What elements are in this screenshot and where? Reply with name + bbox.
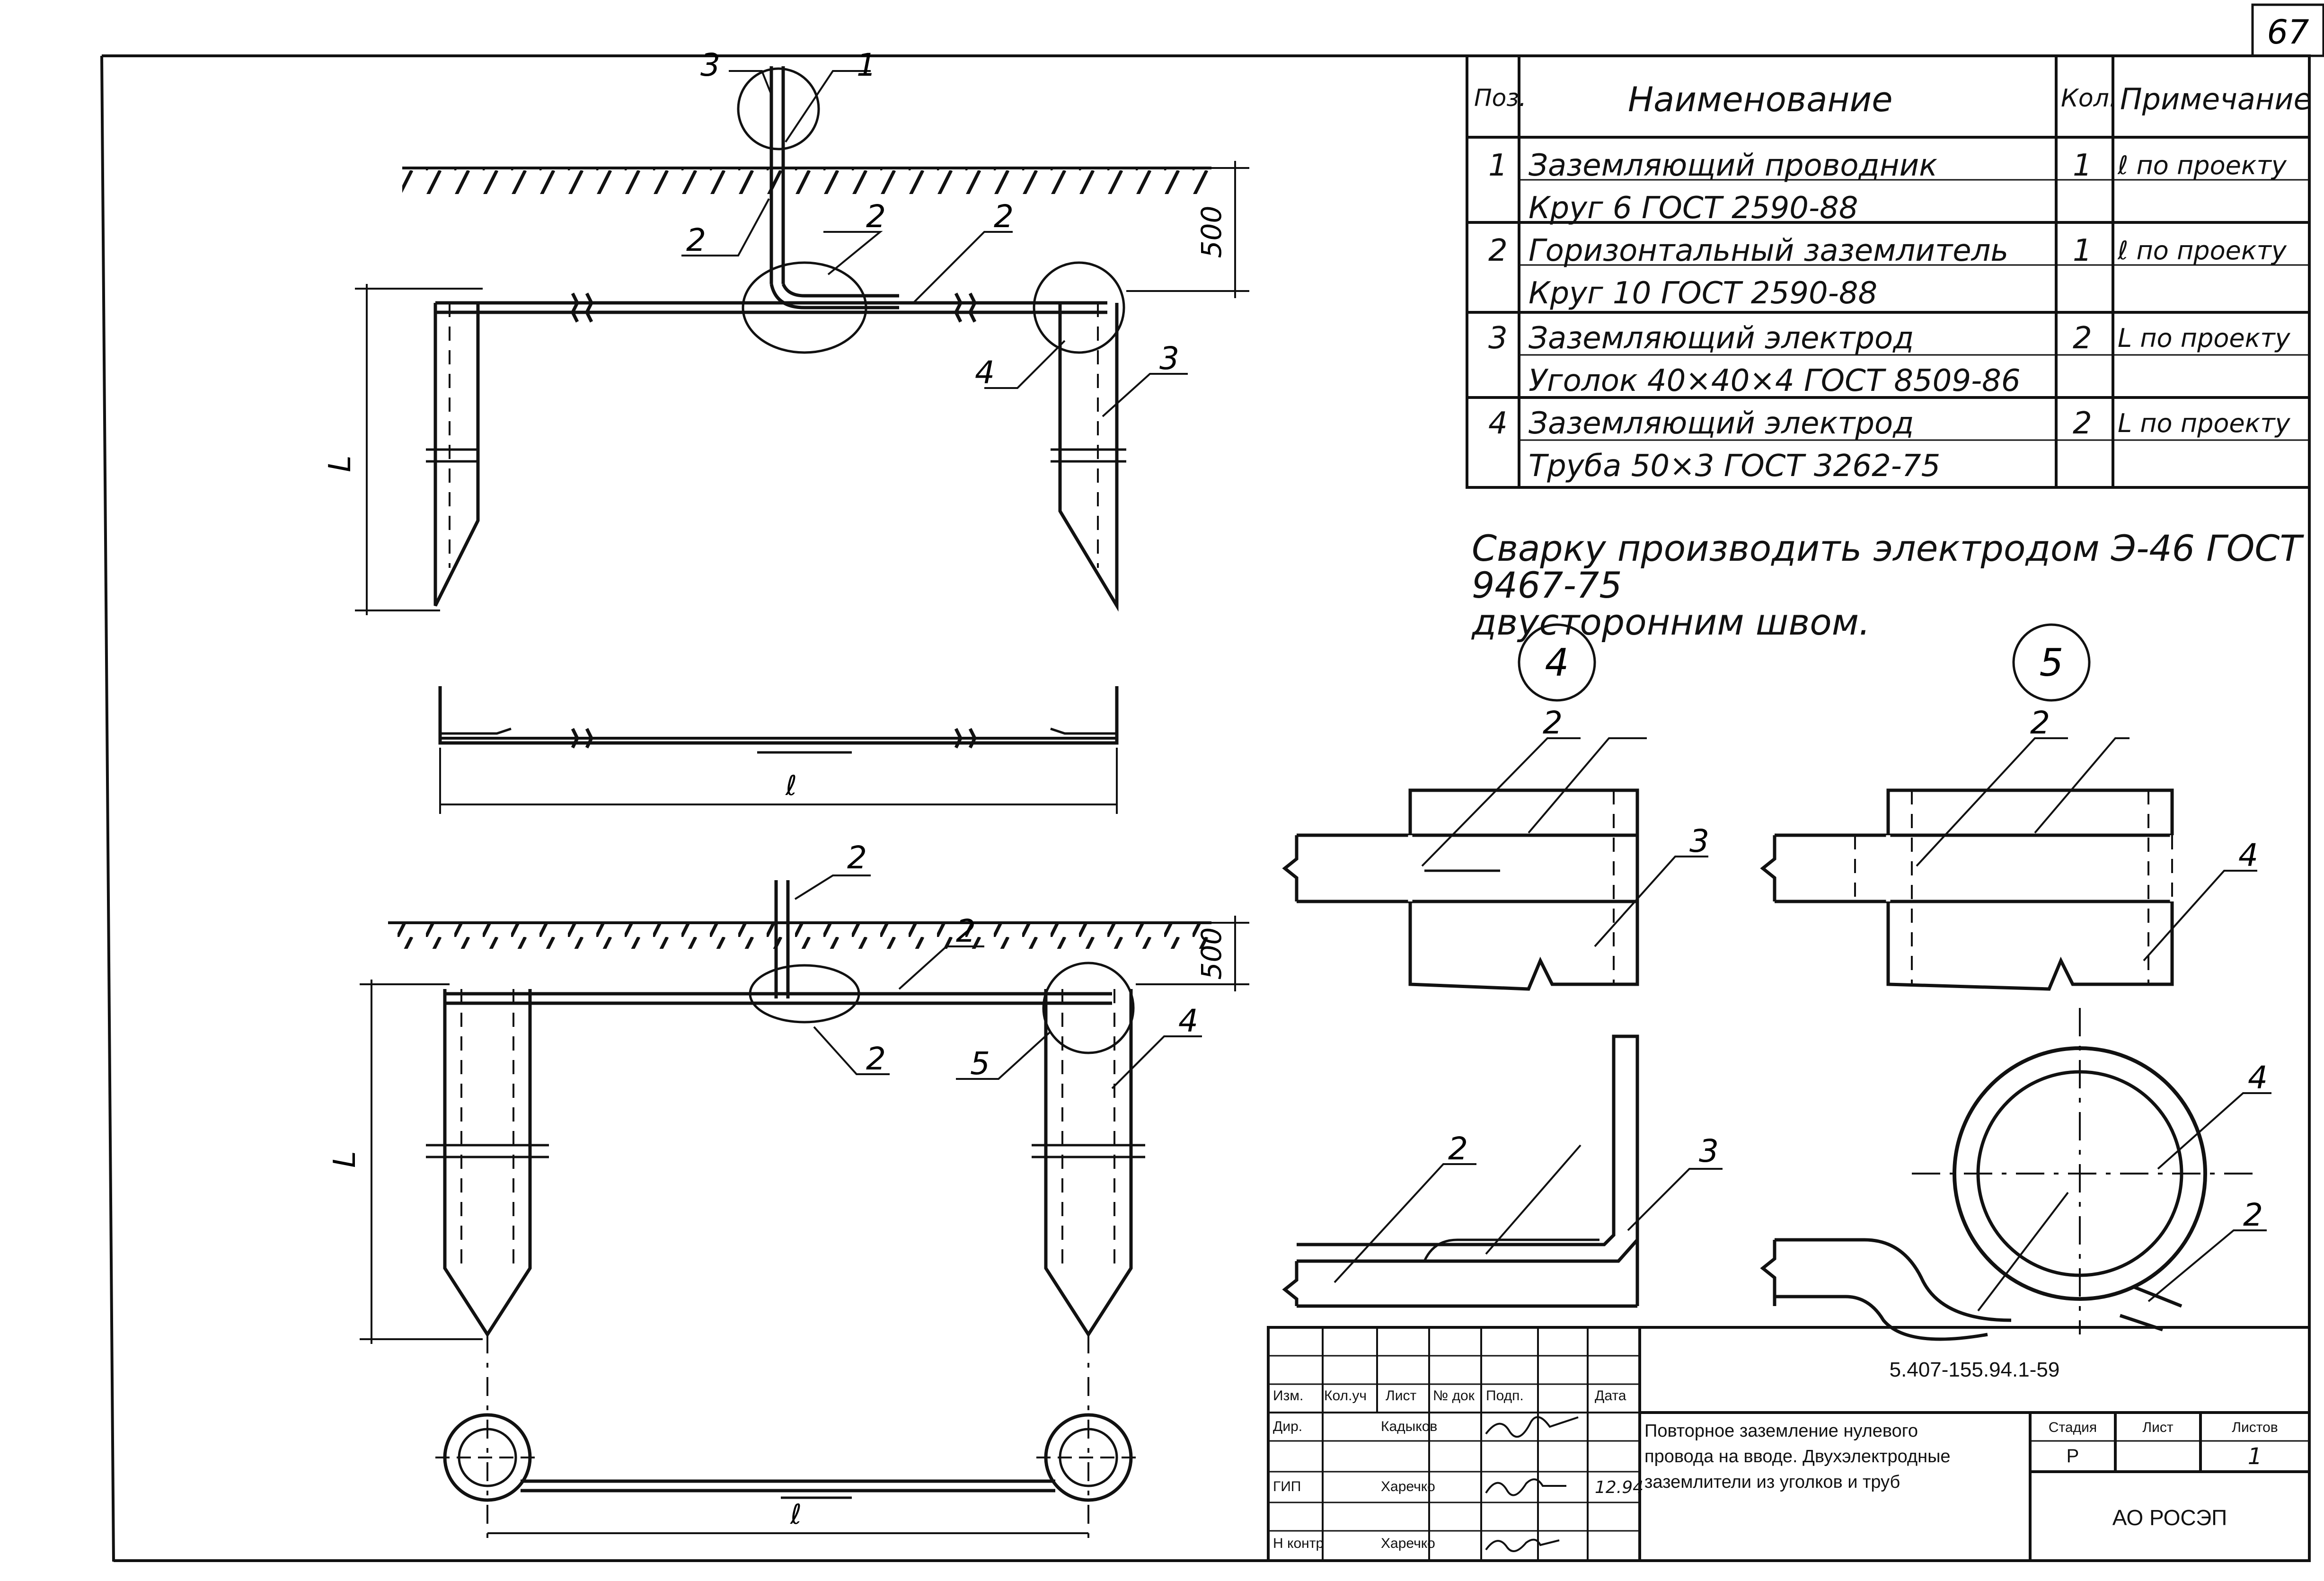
weld-note-line-1: Сварку производить электродом Э-46 ГОСТ …	[1472, 527, 2302, 606]
leader-label: 4	[975, 354, 995, 391]
leader-label: 2	[1543, 705, 1563, 741]
spec-row-name: Горизонтальный заземлитель	[1529, 233, 2009, 268]
detail-5-callout: 5	[2040, 641, 2064, 685]
stage-value: Р	[2066, 1446, 2079, 1466]
depth-dimension-bottom: 500	[1195, 927, 1228, 980]
spec-table-grid	[1466, 54, 2311, 489]
leader-label: 2	[686, 222, 706, 258]
leader-label: 3	[1699, 1133, 1719, 1169]
leader-label: 2	[1448, 1131, 1468, 1167]
spec-row-note: L по проекту	[2118, 323, 2290, 353]
depth-dimension-top: 500	[1195, 206, 1228, 258]
spec-header-pos: Поз.	[1474, 84, 1527, 112]
doc-title-line-2: провода на вводе. Двухэлектродные	[1644, 1447, 1951, 1466]
spec-row-pos: 2	[1488, 233, 1508, 268]
doc-title-line-1: Повторное заземление нулевого	[1644, 1421, 1918, 1441]
spec-row-qty: 2	[2073, 406, 2092, 441]
col-ndok: № док	[1433, 1388, 1475, 1404]
leader-label: 2	[2030, 705, 2050, 741]
organization: АО РОСЭП	[2112, 1505, 2227, 1530]
detail-4-drawings	[1282, 623, 1723, 1308]
col-list: Лист	[1386, 1388, 1417, 1404]
top-leader-labels: 3 1 2 2 2 4 3	[686, 47, 1179, 391]
col-podp: Подп.	[1486, 1388, 1524, 1404]
doc-title-line-3: заземлители из уголков и труб	[1644, 1472, 1900, 1492]
sheet-header: Лист	[2142, 1420, 2174, 1435]
leader-label: 5	[970, 1045, 990, 1082]
plan-angle-electrodes	[438, 686, 1119, 814]
length-dimension-bottom: L	[327, 1151, 362, 1168]
date-gip: 12.94	[1595, 1478, 1644, 1497]
detail-5-drawings	[1760, 623, 2271, 1341]
name-gip: Харечко	[1381, 1479, 1435, 1494]
leader-label: 2	[2243, 1197, 2263, 1233]
leader-label: 2	[866, 1041, 886, 1077]
leader-label: 2	[994, 198, 1014, 235]
spec-row-qty: 1	[2073, 148, 2092, 183]
spec-row-note: L по проекту	[2118, 408, 2290, 438]
leader-label: 4	[1178, 1003, 1198, 1039]
spec-table: Поз. Наименование Кол. Примечание 1 Зазе…	[1467, 56, 2312, 487]
spec-row-name: Труба 50×3 ГОСТ 3262-75	[1529, 449, 1941, 484]
sheets-header: Листов	[2232, 1420, 2278, 1435]
leader-label: 3	[700, 47, 720, 83]
spec-row-name: Уголок 40×40×4 ГОСТ 8509-86	[1529, 363, 2021, 398]
spec-row-name: Заземляющий проводник	[1529, 148, 1937, 183]
spec-row-name: Заземляющий электрод	[1529, 406, 1914, 441]
leader-label: 4	[2238, 837, 2258, 874]
title-block-grid	[1267, 1326, 2311, 1562]
sheets-value: 1	[2247, 1443, 2262, 1470]
plan-length-label-2: ℓ	[790, 1498, 802, 1530]
spec-row-name: Круг 6 ГОСТ 2590-88	[1529, 191, 1858, 226]
bottom-leader-labels: 2 2 2 5 4	[847, 839, 1198, 1082]
weld-note-line-2: двусторонним швом.	[1472, 601, 1871, 643]
title-block: Изм. Кол.уч Лист № док Подп. Дата Дир. К…	[1268, 1327, 2309, 1561]
spec-header-note: Примечание	[2120, 82, 2312, 116]
spec-row-note: ℓ по проекту	[2118, 236, 2287, 265]
spec-header-name: Наименование	[1628, 79, 1893, 119]
signatures	[1485, 1416, 1579, 1552]
detail-4-callout: 4	[1545, 641, 1569, 685]
col-data: Дата	[1595, 1388, 1626, 1404]
spec-row-name: Круг 10 ГОСТ 2590-88	[1529, 276, 1878, 311]
length-dimension-top: L	[323, 455, 358, 472]
role-dir: Дир.	[1273, 1419, 1303, 1434]
spec-row-qty: 2	[2073, 321, 2092, 356]
spec-row-pos: 1	[1488, 148, 1508, 183]
leader-label: 2	[866, 198, 886, 235]
leader-label: 2	[956, 913, 976, 949]
leader-label: 1	[857, 47, 876, 83]
leader-label: 3	[1159, 340, 1179, 377]
col-koluch: Кол.уч	[1324, 1388, 1367, 1404]
detail-5-labels: 2 4 4 2	[2030, 705, 2268, 1233]
sheet-number: 67	[2267, 13, 2309, 52]
spec-row-pos: 4	[1488, 406, 1508, 441]
elevation-angle-electrodes	[355, 66, 1249, 615]
elevation-pipe-electrodes	[360, 874, 1249, 1543]
leader-label: 2	[847, 839, 867, 876]
plan-length-label-1: ℓ	[785, 769, 797, 802]
spec-header-qty: Кол.	[2061, 84, 2117, 113]
role-gip: ГИП	[1273, 1479, 1301, 1494]
name-dir: Кадыков	[1381, 1419, 1438, 1434]
name-nkontr: Харечко	[1381, 1536, 1435, 1551]
spec-row-note: ℓ по проекту	[2118, 150, 2287, 180]
spec-row-pos: 3	[1488, 321, 1508, 356]
detail-4-labels: 2 3 2 3	[1448, 705, 1719, 1169]
spec-row-name: Заземляющий электрод	[1529, 321, 1914, 356]
spec-row-qty: 1	[2073, 233, 2092, 268]
plan-pipe-electrodes	[435, 1413, 1140, 1534]
leader-label: 3	[1689, 823, 1709, 859]
col-izm: Изм.	[1273, 1388, 1304, 1404]
stage-header: Стадия	[2048, 1420, 2097, 1435]
leader-label: 4	[2248, 1060, 2268, 1096]
role-nkontr: Н контр	[1273, 1536, 1324, 1551]
doc-code: 5.407-155.94.1-59	[1889, 1358, 2060, 1381]
weld-note: Сварку производить электродом Э-46 ГОСТ …	[1472, 530, 2324, 641]
